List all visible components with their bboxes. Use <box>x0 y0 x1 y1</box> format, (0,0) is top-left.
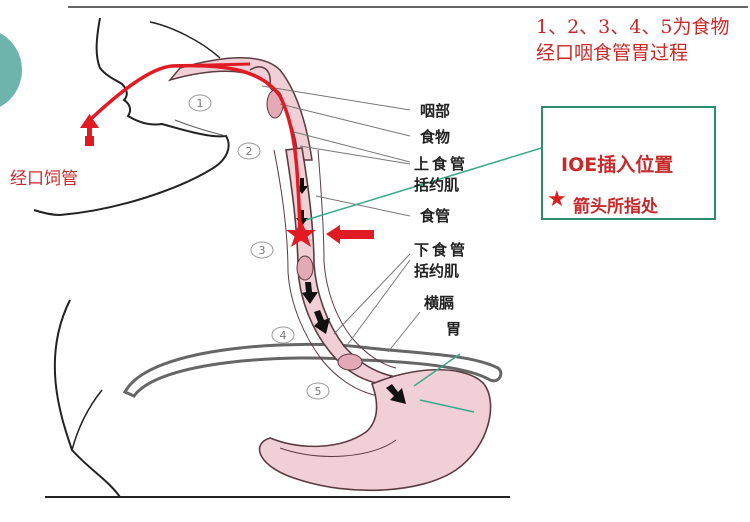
pharynx-cavity <box>167 57 313 161</box>
chest-outline <box>53 299 121 498</box>
soft-palate <box>249 66 271 85</box>
stage-markers: 1 2 3 4 5 <box>188 94 330 400</box>
stage-number-5: 5 <box>315 385 322 398</box>
leader-lower-sphincter-a <box>333 253 411 335</box>
ioe-note: 箭头所指处 <box>573 197 658 217</box>
diaphragm <box>122 342 503 398</box>
feeding-tube-top <box>171 62 251 68</box>
face-profile <box>33 17 230 217</box>
feeding-tube-label: 经口饲管 <box>10 169 78 189</box>
stomach <box>258 368 492 492</box>
ioe-title: IOE插入位置 <box>561 154 674 176</box>
process-caption: 1、2、3、4、5为食物经口咽食管胃过程 <box>536 16 730 64</box>
stage-marker-2 <box>237 142 261 160</box>
stage-marker-1 <box>188 94 212 112</box>
food-bolus-2 <box>296 255 314 281</box>
leader-ioe-box <box>305 145 549 221</box>
stomach-inner-curve <box>279 439 397 457</box>
food-bolus-3 <box>337 353 363 371</box>
stage-marker-4 <box>271 326 295 344</box>
label-esophagus: 食管 <box>420 207 451 225</box>
leader-lower-sphincter-b <box>347 259 411 345</box>
stage-number-1: 1 <box>197 97 204 110</box>
nasal-line <box>149 21 221 59</box>
stage-marker-3 <box>250 241 274 259</box>
teal-leaders <box>305 145 549 413</box>
stage-marker-5 <box>306 382 330 400</box>
decorative-circle <box>0 33 22 107</box>
arrow-up-icon <box>80 114 99 138</box>
esophagus-outer-left <box>273 149 379 397</box>
esophagus-outer-right <box>317 149 397 369</box>
leader-pharynx <box>261 85 411 111</box>
stage-number-2: 2 <box>246 145 253 158</box>
arrow-up-shaft <box>85 136 94 146</box>
label-diaphragm: 横膈 <box>424 294 455 312</box>
leader-diaphragm <box>387 311 421 353</box>
ioe-callout-box: IOE插入位置 ★ 箭头所指处 <box>541 106 716 220</box>
star-icon <box>286 220 316 247</box>
stage-number-4: 4 <box>280 329 287 342</box>
leader-stomach-b <box>419 399 475 413</box>
label-upper-sphincter-1: 上食管 <box>414 155 469 173</box>
arrow-down-icon <box>314 310 330 334</box>
star-icon: ★ <box>547 187 567 212</box>
leader-upper-sphincter-a <box>293 131 411 163</box>
label-lower-sphincter-2: 括约肌 <box>414 262 460 280</box>
label-food: 食物 <box>420 128 451 146</box>
arrow-down-icon <box>386 384 406 404</box>
leader-stomach-a <box>413 353 461 387</box>
arm-line <box>71 389 103 451</box>
pointer-arrow-icon <box>326 225 374 244</box>
leader-upper-sphincter-b <box>299 145 411 165</box>
label-lower-sphincter-1: 下食管 <box>414 241 469 259</box>
label-upper-sphincter-2: 括约肌 <box>414 176 460 194</box>
stage-number-3: 3 <box>259 244 266 257</box>
feeding-tube <box>90 63 302 233</box>
label-pharynx: 咽部 <box>420 102 451 120</box>
leader-esophagus <box>315 195 411 217</box>
leader-lines <box>261 85 421 353</box>
lip-line <box>174 119 227 137</box>
arrow-down-icon <box>302 282 318 304</box>
leader-food <box>279 103 411 137</box>
label-stomach: 胃 <box>446 320 462 338</box>
